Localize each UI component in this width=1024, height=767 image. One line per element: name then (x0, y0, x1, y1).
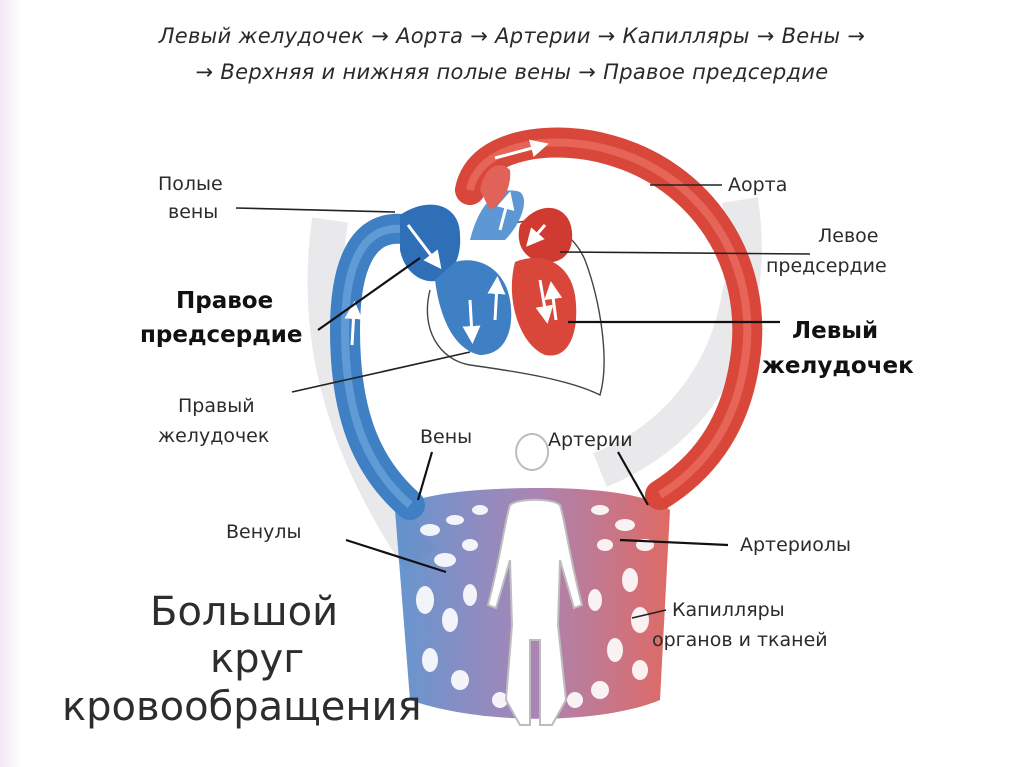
left-heart (480, 165, 577, 356)
label-left-ventricle-2: желудочек (762, 353, 914, 379)
header-flow-line-2: → Верхняя и нижняя полые вены → Правое п… (195, 60, 829, 84)
label-venules: Венулы (226, 521, 302, 543)
label-left-atrium-1: Левое (818, 225, 879, 247)
label-left-ventricle-1: Левый (792, 318, 878, 344)
title-line-2: круг (210, 636, 304, 682)
right-heart (400, 190, 525, 355)
label-arteries: Артерии (548, 429, 633, 451)
label-capillaries-2: органов и тканей (652, 629, 828, 651)
leader-right-ventricle (291, 351, 471, 393)
label-right-atrium-1: Правое (176, 288, 273, 314)
leader-vena-cava (235, 207, 396, 213)
label-arterioles: Артериолы (740, 534, 851, 556)
human-silhouette (486, 433, 584, 726)
leader-arteries (617, 451, 649, 506)
label-left-atrium-2: предсердие (766, 255, 887, 277)
label-capillaries-1: Капилляры (672, 599, 785, 621)
label-veins: Вены (420, 426, 472, 448)
leader-right-atrium (317, 257, 421, 331)
leader-veins (416, 451, 434, 501)
leader-arterioles (619, 538, 729, 547)
aorta-arrow-side (707, 249, 726, 299)
label-aorta: Аорта (728, 174, 787, 196)
header-flow-line-1: Левый желудочек → Аорта → Артерии → Капи… (158, 24, 866, 48)
label-right-ventricle-2: желудочек (158, 425, 269, 447)
label-right-atrium-2: предсердие (140, 322, 303, 348)
label-vena-cava-2: вены (168, 201, 218, 223)
leader-left-atrium (559, 251, 811, 255)
label-right-ventricle-1: Правый (178, 395, 255, 417)
title-line-3: кровообращения (62, 684, 422, 730)
aorta-arrow-top (494, 139, 549, 160)
vein-arrow-up (344, 301, 363, 346)
title-line-1: Большой (150, 589, 338, 635)
label-vena-cava-1: Полые (158, 173, 223, 195)
leader-venules (345, 538, 447, 574)
leader-capillaries (631, 609, 667, 619)
left-edge-tint (0, 0, 22, 767)
